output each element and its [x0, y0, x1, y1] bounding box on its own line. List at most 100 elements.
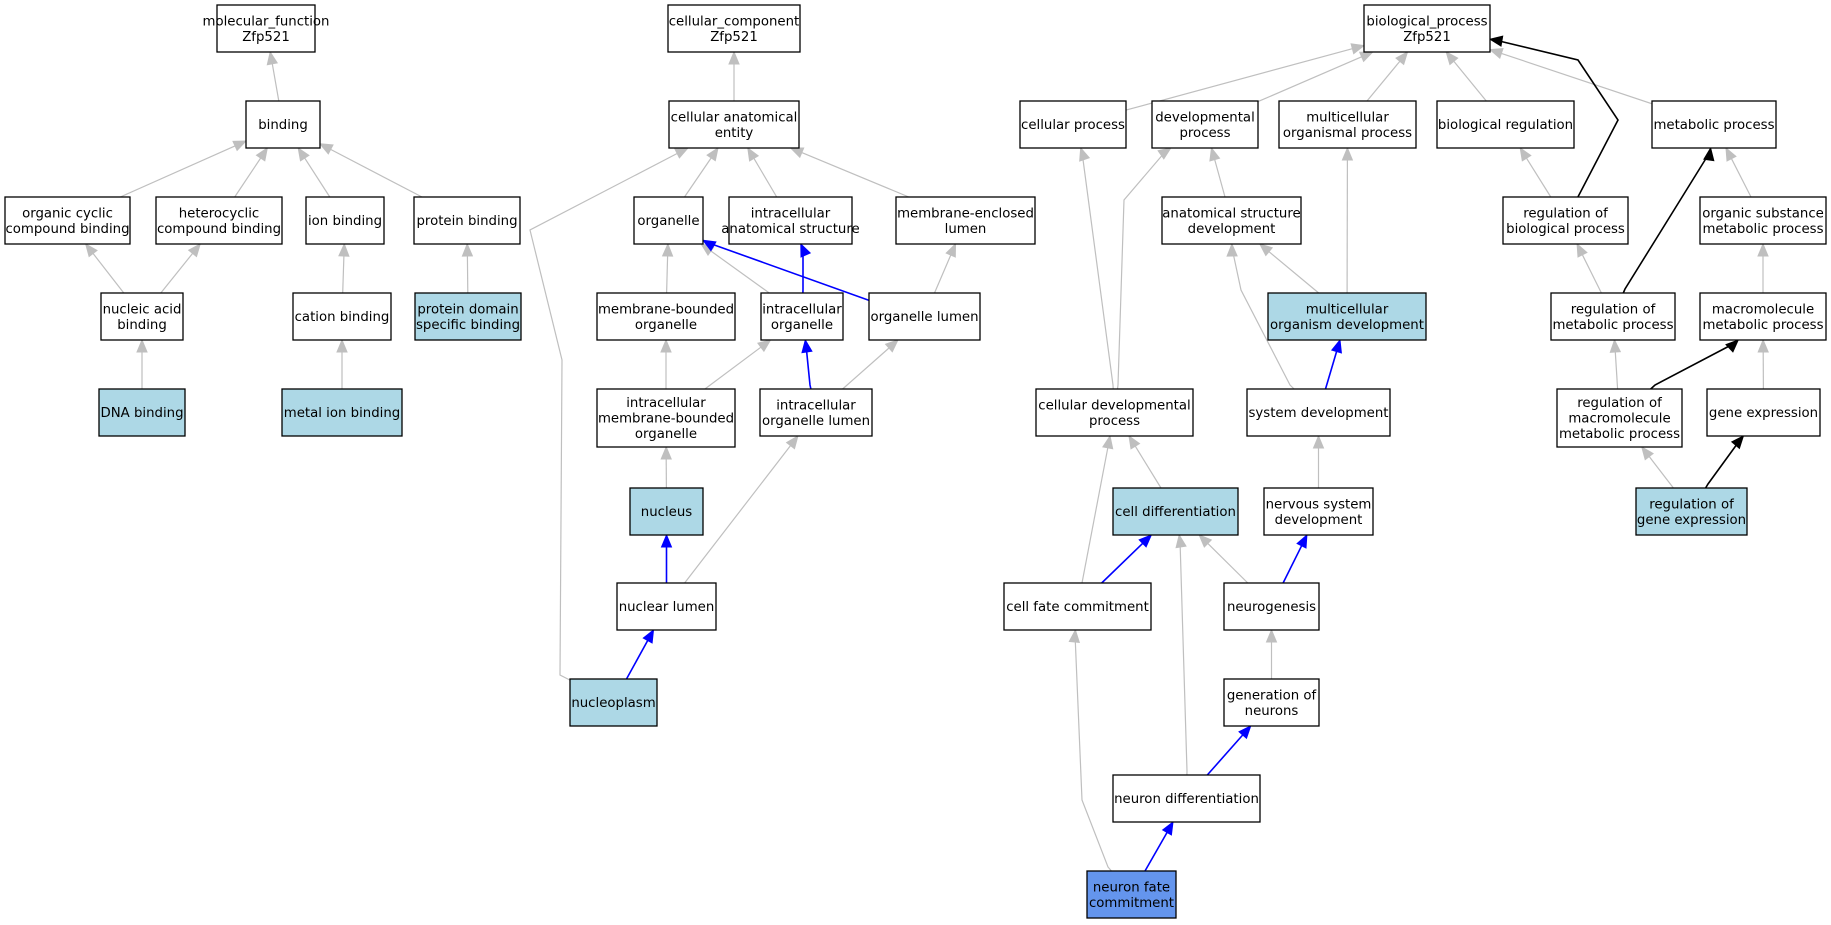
edge-cae-to-cc_root: [728, 50, 740, 101]
node-box: [1246, 388, 1391, 437]
node-label: biological process: [1506, 222, 1625, 237]
edge-gon-to-neurogenesis: [1265, 628, 1278, 679]
node-box: [98, 388, 186, 437]
go-term-node-nuclear_lumen: nuclear lumen: [616, 582, 717, 631]
node-label: regulation of: [1523, 206, 1608, 221]
node-box: [4, 196, 131, 245]
graph-edges: [84, 35, 1769, 872]
node-box: [629, 487, 704, 536]
node-label: commitment: [1089, 896, 1174, 911]
node-label: cellular anatomical: [671, 110, 798, 125]
edge-iol-to-io: [801, 338, 813, 390]
go-term-node-dna_binding: DNA binding: [98, 388, 186, 437]
node-box: [868, 292, 981, 341]
edge-nuclear_lumen-to-nucleus: [660, 533, 673, 583]
edge-nuclear_lumen-to-iol: [684, 434, 799, 584]
go-term-node-gene_expr: gene expression: [1706, 388, 1821, 437]
node-label: regulation of: [1571, 302, 1656, 317]
edge-io-to-ias: [800, 242, 812, 294]
edge-imbo-to-mbo: [660, 338, 672, 389]
node-label: cell differentiation: [1115, 505, 1236, 520]
node-box: [759, 388, 873, 437]
node-label: Zfp521: [242, 30, 290, 45]
node-label: entity: [715, 126, 754, 141]
node-label: organelle: [637, 214, 699, 229]
node-box: [1263, 487, 1374, 536]
edge-protein_binding-to-binding: [318, 143, 423, 198]
edge-met_proc-to-bp_root: [1488, 48, 1653, 105]
node-label: intracellular: [751, 206, 831, 221]
edge-cdp-to-cellular_process: [1079, 146, 1114, 390]
node-label: metabolic process: [1702, 318, 1823, 333]
node-label: macromolecule: [1568, 412, 1670, 427]
node-label: compound binding: [5, 222, 129, 237]
node-label: neuron differentiation: [1114, 792, 1259, 807]
node-label: cellular developmental: [1038, 398, 1190, 413]
edge-cfc-to-cdp: [1081, 434, 1114, 584]
node-label: nucleoplasm: [571, 696, 655, 711]
node-label: nervous system: [1266, 497, 1372, 512]
node-box: [1019, 100, 1127, 149]
edge-nfc-to-cfc: [1068, 628, 1112, 872]
edge-binding-to-mf_root: [266, 50, 280, 102]
node-box: [1699, 292, 1827, 341]
edge-nucleic_acid-to-organic_cyclic: [84, 242, 125, 294]
edge-bio_reg-to-bp_root: [1445, 51, 1487, 102]
node-box: [1223, 582, 1320, 631]
go-term-node-ion_binding: ion binding: [305, 196, 385, 245]
go-term-node-cation_binding: cation binding: [292, 292, 392, 341]
go-term-node-protein_binding: protein binding: [413, 196, 521, 245]
node-label: macromolecule: [1712, 302, 1814, 317]
node-box: [1151, 100, 1259, 149]
node-label: regulation of: [1649, 497, 1734, 512]
node-label: system development: [1248, 406, 1388, 421]
edge-neurogenesis-to-nsd: [1282, 533, 1308, 584]
node-box: [633, 196, 704, 245]
edge-nucleus-to-imbo: [660, 445, 672, 489]
node-box: [1706, 388, 1821, 437]
node-label: development: [1188, 222, 1276, 237]
node-box: [1086, 870, 1177, 919]
node-label: Zfp521: [710, 30, 758, 45]
node-box: [1112, 774, 1261, 823]
node-label: multicellular: [1306, 110, 1389, 125]
edge-gene_expr-to-mmp: [1757, 338, 1769, 390]
go-term-node-sysdev: system development: [1246, 388, 1391, 437]
node-box: [1267, 292, 1427, 341]
edge-mel-to-cae: [789, 147, 910, 198]
edge-sysdev-to-mod: [1324, 338, 1342, 390]
edge-neurogenesis-to-cell_diff: [1198, 534, 1249, 584]
node-label: development: [1275, 513, 1363, 528]
edge-ol-to-organelle: [701, 239, 870, 302]
node-box: [728, 196, 853, 245]
node-label: metabolic process: [1702, 222, 1823, 237]
node-label: lumen: [945, 222, 987, 237]
edge-rmp-to-rbp: [1576, 242, 1602, 294]
node-label: nucleus: [641, 505, 692, 520]
node-box: [668, 100, 800, 149]
node-label: developmental: [1155, 110, 1255, 125]
node-label: protein domain: [417, 302, 518, 317]
edge-cellular_process-to-bp_root: [1125, 43, 1366, 111]
node-box: [667, 4, 801, 53]
edge-asd-to-dev_process: [1209, 146, 1226, 198]
node-label: intracellular: [626, 396, 706, 411]
